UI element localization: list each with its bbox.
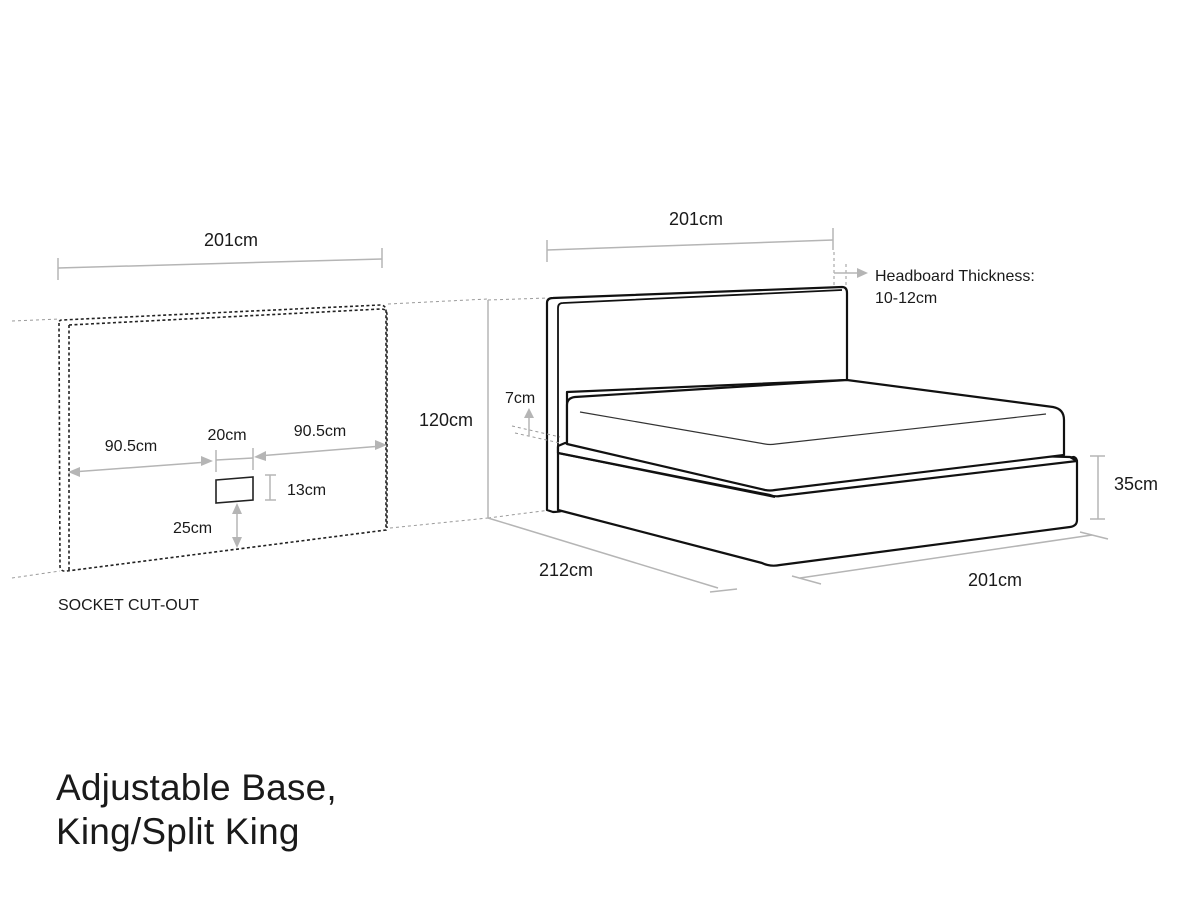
- right-offset-label: 90.5cm: [294, 423, 346, 440]
- panel-outline-front: [68, 308, 388, 570]
- panel-outline-back: [58, 304, 387, 572]
- panel-width-dimension: 201cm: [57, 230, 383, 280]
- clearance-label: 7cm: [505, 390, 535, 407]
- base-length-label: 212cm: [539, 560, 593, 580]
- mattress-top-line: [579, 411, 1047, 446]
- base-width-dimension: 201cm: [791, 531, 1109, 590]
- socket-cutout-caption: SOCKET CUT-OUT: [58, 597, 199, 614]
- title-line-1: Adjustable Base,: [56, 767, 337, 808]
- headboard-height-dimension: 120cm: [419, 297, 551, 519]
- left-offset-label: 90.5cm: [105, 438, 157, 455]
- headboard-clearance-dimension: 7cm: [505, 390, 561, 444]
- headboard-thickness-dimension: Headboard Thickness: 10-12cm: [833, 252, 1035, 307]
- base-length-dimension: 212cm: [487, 517, 738, 593]
- title-line-2: King/Split King: [56, 811, 300, 852]
- socket-bottom-dimension: 25cm: [173, 503, 242, 548]
- base-width-label: 201cm: [968, 570, 1022, 590]
- mattress: [565, 378, 1066, 492]
- socket-horizontal-dimensions: 90.5cm 20cm 90.5cm: [68, 423, 387, 477]
- socket-rectangle: [215, 476, 254, 504]
- headboard-width-dimension: 201cm: [546, 209, 834, 262]
- base-height-label: 35cm: [1114, 474, 1158, 494]
- diagram-title: Adjustable Base, King/Split King: [56, 766, 337, 854]
- socket-cutout-panel: 201cm 90.5cm 20cm 90.5cm: [11, 230, 489, 614]
- headboard-width-label: 201cm: [669, 209, 723, 229]
- headboard-height-label: 120cm: [419, 410, 473, 430]
- headboard-thickness-label: Headboard Thickness:: [875, 268, 1035, 285]
- socket-bottom-label: 25cm: [173, 520, 212, 537]
- bed-illustration: 201cm Headboard Thickness: 10-12cm 120cm: [419, 209, 1158, 593]
- socket-height-label: 13cm: [287, 482, 326, 499]
- headboard-thickness-value: 10-12cm: [875, 290, 937, 307]
- panel-width-label: 201cm: [204, 230, 258, 250]
- base-height-dimension: 35cm: [1090, 455, 1158, 520]
- socket-height-dimension: 13cm: [265, 474, 326, 501]
- socket-width-label: 20cm: [207, 427, 246, 444]
